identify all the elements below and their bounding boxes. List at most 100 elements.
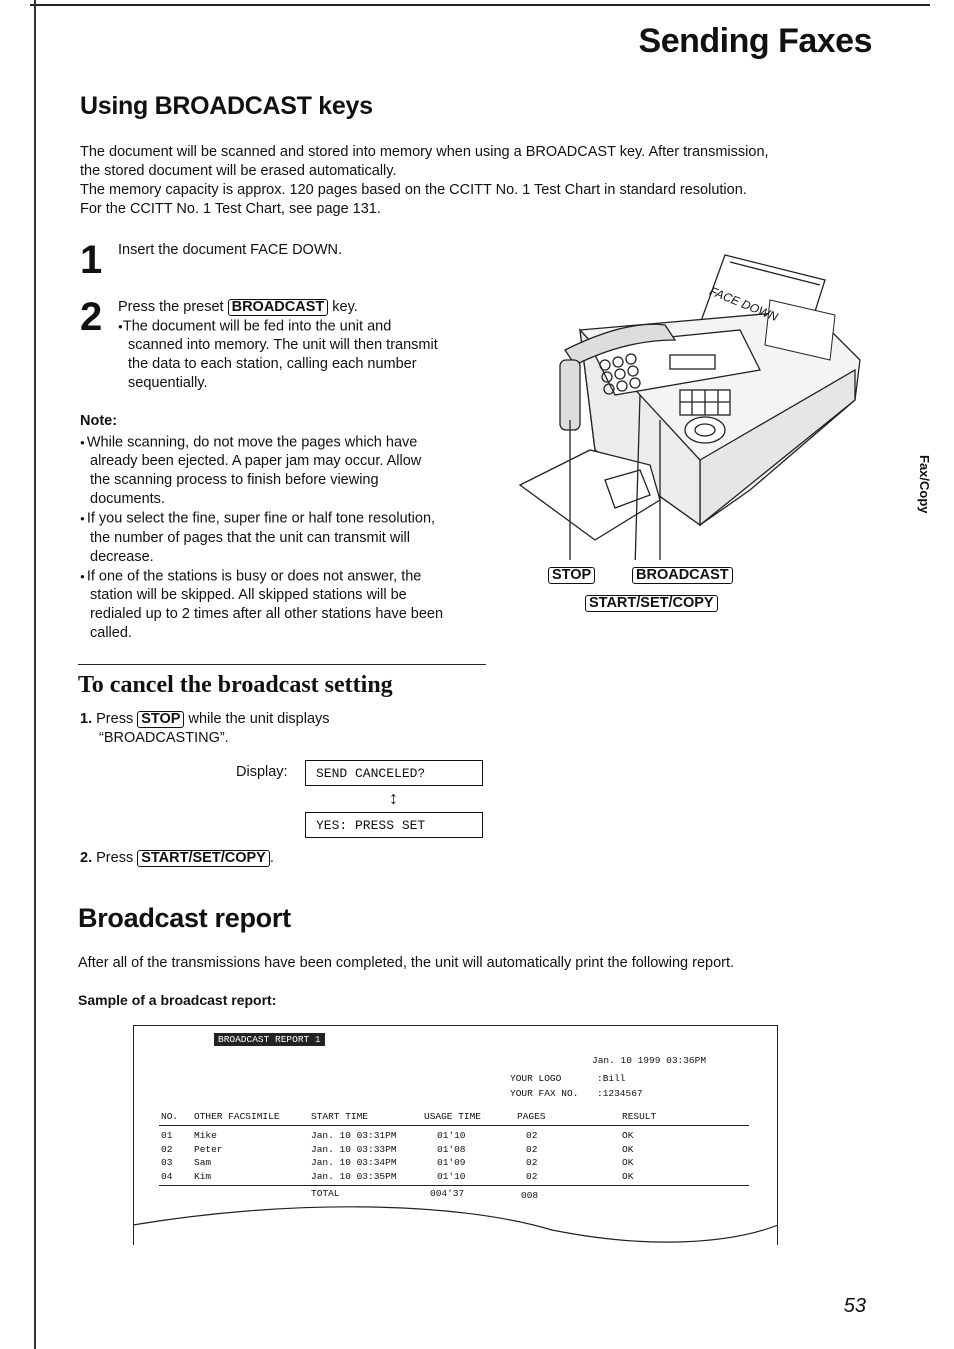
start-set-copy-key-label: START/SET/COPY [585,595,718,612]
broadcast-key-callout: BROADCAST [632,566,733,584]
table-cell: Mike [194,1130,217,1141]
table-cell: 01'09 [437,1157,466,1168]
table-cell: 02 [526,1170,538,1182]
display-screen-1: SEND CANCELED? [305,760,483,786]
table-cell: 02 [526,1157,538,1168]
col-header-no: NO. [161,1111,179,1122]
intro-paragraph: The document will be scanned and stored … [80,143,880,219]
cancel-step2-pre: Press [96,850,134,866]
torn-paper-edge [132,1206,779,1243]
report-fax-value: :1234567 [597,1088,643,1099]
col-no: 01 02 03 04 [161,1129,172,1183]
table-cell: Peter [194,1143,223,1155]
intro-line: the stored document will be erased autom… [80,163,397,179]
report-badge: BROADCAST REPORT 1 [214,1033,325,1046]
col-header-start-time: START TIME [311,1111,369,1122]
col-pages: 02 02 02 02 [526,1129,537,1183]
stop-key-label: STOP [137,711,185,728]
section-title-broadcast-keys: Using BROADCAST keys [80,92,373,120]
table-cell: OK [622,1143,634,1155]
cancel-step1-line2: “BROADCASTING”. [99,730,229,746]
left-rule [34,0,36,1349]
display-label: Display: [236,764,288,780]
page-number: 53 [843,1295,866,1317]
table-cell: Jan. 10 03:31PM [311,1130,397,1141]
step2-bullet-line: sequentially. [128,375,208,392]
step2-pre: Press the preset [118,299,224,315]
note-item: If you select the fine, super fine or ha… [80,509,490,566]
table-cell: 01 [161,1130,173,1141]
broadcast-report-sample: BROADCAST REPORT 1 Jan. 10 1999 03:36PM … [133,1025,778,1245]
table-cell: 01'10 [437,1130,466,1141]
col-usage-time: 01'10 01'08 01'09 01'10 [437,1129,466,1183]
side-tab: Fax/Copy [917,455,932,514]
table-cell: Jan. 10 03:34PM [311,1157,397,1168]
col-result: OK OK OK OK [622,1129,633,1183]
table-cell: Sam [194,1157,212,1168]
table-cell: 01'08 [437,1143,466,1155]
report-logo-label: YOUR LOGO [510,1073,562,1084]
toggle-arrow-icon: ↕ [389,788,398,808]
page-title: Sending Faxes [638,22,873,60]
report-total-label: TOTAL [311,1188,340,1199]
report-total-usage: 004'37 [430,1188,465,1199]
report-rule [159,1185,749,1186]
broadcast-key-label: BROADCAST [632,567,733,584]
intro-line: The memory capacity is approx. 120 pages… [80,182,747,198]
intro-line: The document will be scanned and stored … [80,144,769,160]
table-cell: OK [622,1157,634,1168]
bullet: ● [118,322,123,331]
table-cell: 02 [161,1143,173,1155]
intro-line: For the CCITT No. 1 Test Chart, see page… [80,201,381,217]
report-intro: After all of the transmissions have been… [78,955,735,971]
step-number: 1. [80,711,93,727]
table-cell: OK [622,1170,634,1182]
note-item: While scanning, do not move the pages wh… [80,433,490,509]
table-cell: 02 [526,1130,538,1141]
col-header-usage-time: USAGE TIME [424,1111,482,1122]
step-number: 2 [80,295,103,339]
cancel-step1: 1. Press STOP while the unit displays “B… [80,710,330,748]
stop-key-callout: STOP [548,566,596,584]
step2-bullet-line: The document will be fed into the unit a… [122,318,392,335]
col-header-facsimile: OTHER FACSIMILE [194,1111,280,1122]
table-cell: 04 [161,1170,173,1182]
stop-key-label: STOP [548,567,596,584]
report-logo-value: :Bill [597,1073,626,1084]
report-rule [159,1125,749,1126]
report-date: Jan. 10 1999 03:36PM [592,1055,707,1066]
table-cell: 01'10 [437,1170,466,1182]
note-item: If one of the stations is busy or does n… [80,567,490,643]
table-cell: Jan. 10 03:35PM [311,1170,397,1182]
table-cell: 02 [526,1143,538,1155]
step2-block: Press the preset BROADCAST key. ●The doc… [118,298,498,393]
broadcast-key-label: BROADCAST [227,299,329,316]
step2-bullet-line: scanned into memory. The unit will then … [128,337,438,354]
note-list: While scanning, do not move the pages wh… [80,433,490,643]
cancel-step1-post: while the unit displays [188,711,330,727]
table-cell: 03 [161,1157,173,1168]
top-rule [30,4,930,6]
step2-bullet-line: the data to each station, calling each n… [128,356,417,373]
note-label: Note: [80,413,118,429]
step-number: 1 [80,238,103,282]
display-screen-2: YES: PRESS SET [305,812,483,838]
fax-machine-illustration: FACE DOWN [518,254,861,560]
table-cell: OK [622,1130,634,1141]
cancel-step2: 2. Press START/SET/COPY. [80,849,274,868]
col-header-result: RESULT [622,1111,657,1122]
report-total-pages: 008 [521,1190,539,1201]
start-set-copy-key-label: START/SET/COPY [137,850,270,867]
step-number: 2. [80,850,93,866]
sample-label: Sample of a broadcast report: [78,992,277,1008]
cancel-step2-post: . [269,850,274,866]
col-header-pages: PAGES [517,1111,546,1122]
step1-text: Insert the document FACE DOWN. [118,242,343,258]
section-divider [78,664,486,665]
cancel-section-title: To cancel the broadcast setting [78,672,393,698]
report-section-title: Broadcast report [78,903,291,933]
cancel-step1-pre: Press [96,711,134,727]
report-fax-label: YOUR FAX NO. [510,1088,579,1099]
